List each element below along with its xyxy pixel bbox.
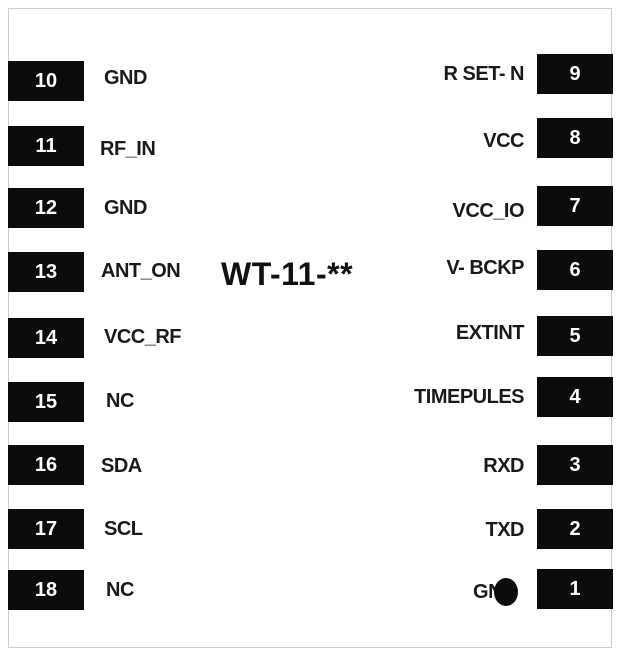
pin-6-pad: 6 bbox=[537, 250, 613, 290]
pin-5-label: EXTINT bbox=[455, 322, 525, 344]
pin-13-pad: 13 bbox=[8, 252, 84, 292]
pin-5-pad: 5 bbox=[537, 316, 613, 356]
pin-10-pad: 10 bbox=[8, 61, 84, 101]
pin-13-label: ANT_ON bbox=[101, 260, 181, 282]
pin-7-pad: 7 bbox=[537, 186, 613, 226]
pin-8-pad: 8 bbox=[537, 118, 613, 158]
pin-12-label: GND bbox=[104, 197, 147, 219]
pin1-marker-icon bbox=[494, 578, 518, 606]
pin-1-pad: 1 bbox=[537, 569, 613, 609]
pin-17-label: SCL bbox=[104, 518, 143, 540]
pin-6-label: V- BCKP bbox=[446, 257, 524, 279]
pin-8-label: VCC bbox=[483, 130, 524, 152]
pin-10-label: GND bbox=[104, 67, 147, 89]
module-title: WT-11-** bbox=[221, 256, 354, 292]
pin-2-label: TXD bbox=[485, 519, 525, 541]
pin-2-pad: 2 bbox=[537, 509, 613, 549]
pin-14-label: VCC_RF bbox=[104, 326, 182, 348]
pin-15-label: NC bbox=[106, 390, 134, 412]
pin-3-label: RXD bbox=[483, 455, 524, 477]
pin-15-pad: 15 bbox=[8, 382, 84, 422]
pin-16-label: SDA bbox=[101, 455, 142, 477]
pin-12-pad: 12 bbox=[8, 188, 84, 228]
pin-4-pad: 4 bbox=[537, 377, 613, 417]
pin-17-pad: 17 bbox=[8, 509, 84, 549]
pin-3-pad: 3 bbox=[537, 445, 613, 485]
pin-9-label: R SET- N bbox=[443, 63, 525, 85]
pin-11-label: RF_IN bbox=[100, 138, 156, 160]
pin-18-pad: 18 bbox=[8, 570, 84, 610]
pin-16-pad: 16 bbox=[8, 445, 84, 485]
pin-4-label: TIMEPULES bbox=[414, 386, 524, 408]
pin-18-label: NC bbox=[106, 579, 134, 601]
pin-14-pad: 14 bbox=[8, 318, 84, 358]
pin-11-pad: 11 bbox=[8, 126, 84, 166]
pin-9-pad: 9 bbox=[537, 54, 613, 94]
pin-7-label: VCC_IO bbox=[452, 200, 525, 222]
